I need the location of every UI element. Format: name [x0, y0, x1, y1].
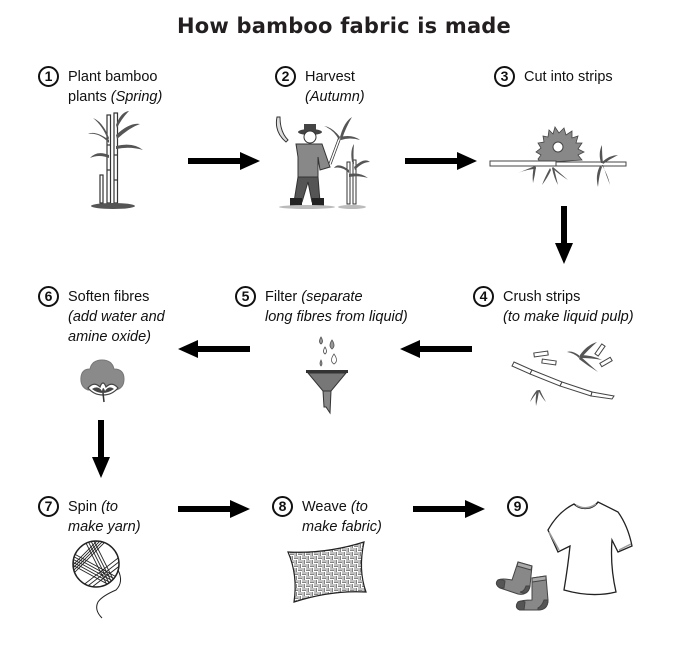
crushed-bamboo-icon: [511, 342, 615, 406]
step-label-text: Spin: [68, 499, 102, 515]
arrow-left-5-to-6: [178, 340, 250, 358]
step-number: 1: [38, 66, 59, 87]
step-number: 6: [38, 286, 59, 307]
funnel-filter-icon: [306, 336, 348, 415]
step-label-note: make yarn): [68, 519, 141, 535]
step-label-note: (separate: [301, 289, 363, 305]
step-label-line: Cut into strips: [524, 69, 613, 85]
arrow-right-1-to-2: [188, 152, 260, 170]
step-number: 8: [272, 496, 293, 517]
step-label-text: plants: [68, 89, 111, 105]
step-label-line: Harvest: [305, 69, 355, 85]
step-label: Spin (to make yarn): [68, 497, 141, 537]
step-label-note: (to make liquid pulp): [503, 309, 634, 325]
step-label-line: amine oxide): [68, 327, 165, 347]
arrow-down-6-to-7: [92, 420, 110, 478]
step-label: Weave (to make fabric): [302, 497, 382, 537]
step-label: Plant bamboo plants (Spring): [68, 67, 162, 107]
diagram-title: How bamboo fabric is made: [177, 14, 511, 38]
step-label: Crush strips (to make liquid pulp): [503, 287, 634, 327]
arrow-right-2-to-3: [405, 152, 477, 170]
step-number: 4: [473, 286, 494, 307]
step-label: Filter (separate long fibres from liquid…: [265, 287, 408, 327]
step-label-note: long fibres from liquid): [265, 309, 408, 325]
step-number: 2: [275, 66, 296, 87]
bamboo-plant-icon: [88, 111, 143, 209]
step-label-note: make fabric): [302, 519, 382, 535]
step-label-text: Weave: [302, 499, 351, 515]
step-label-note: (to: [101, 499, 118, 515]
step-label-line: make yarn): [68, 517, 141, 537]
step-number: 7: [38, 496, 59, 517]
step-label-line: long fibres from liquid): [265, 307, 408, 327]
farmer-harvesting-icon: [275, 116, 370, 209]
step-label-line: (to make liquid pulp): [503, 307, 634, 327]
step-label-line: make fabric): [302, 517, 382, 537]
woven-fabric-icon: [287, 541, 367, 603]
yarn-ball-icon: [72, 540, 122, 619]
step-label-text: Filter: [265, 289, 302, 305]
step-label-line: (add water and: [68, 307, 165, 327]
step-label-note: (Autumn): [305, 89, 365, 105]
arrow-right-8-to-9: [413, 500, 485, 518]
step-label-line: Soften fibres: [68, 289, 150, 305]
step-label-line: plants (Spring): [68, 87, 162, 107]
step-number: 5: [235, 286, 256, 307]
step-label-line: Spin (to: [68, 497, 141, 517]
step-label: Soften fibres (add water and amine oxide…: [68, 287, 165, 347]
step-label-line: Weave (to: [302, 497, 382, 517]
step-label-note: amine oxide): [68, 329, 152, 345]
step-label-note: (add water and: [68, 309, 165, 325]
step-label-line: Crush strips: [503, 289, 581, 305]
arrow-left-4-to-5: [400, 340, 472, 358]
step-label: Cut into strips: [524, 67, 613, 87]
step-label-note: (Spring): [110, 89, 163, 105]
arrow-right-7-to-8: [178, 500, 250, 518]
step-label-line: (Autumn): [305, 87, 365, 107]
step-label: Harvest (Autumn): [305, 67, 365, 107]
step-number: 3: [494, 66, 515, 87]
step-label-line: Plant bamboo: [68, 69, 158, 85]
cotton-boll-icon: [80, 359, 125, 403]
tshirt-and-socks-icon: [495, 501, 633, 611]
step-label-note: (to: [350, 499, 368, 515]
saw-blade-icon: [489, 126, 627, 187]
step-number: 9: [507, 496, 528, 517]
step-label-line: Filter (separate: [265, 287, 408, 307]
arrow-down-3-to-4: [555, 206, 573, 264]
